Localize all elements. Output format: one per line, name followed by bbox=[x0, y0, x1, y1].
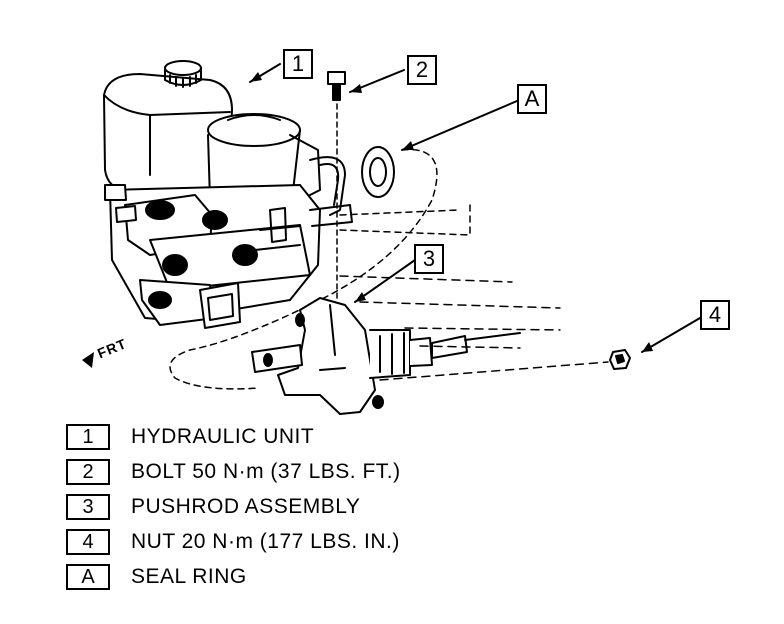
reservoir-cap bbox=[164, 60, 202, 88]
bolt bbox=[327, 71, 346, 301]
legend-text: BOLT 50 N·m (37 LBS. FT.) bbox=[131, 460, 401, 483]
callout-3: 3 bbox=[414, 244, 444, 274]
valve-body bbox=[104, 184, 321, 329]
legend-text: HYDRAULIC UNIT bbox=[131, 425, 315, 448]
callout-1: 1 bbox=[283, 49, 313, 79]
callout-a: A bbox=[517, 84, 547, 114]
seal-ring bbox=[361, 146, 395, 198]
legend-key: 1 bbox=[66, 424, 110, 450]
legend-text: SEAL RING bbox=[131, 565, 247, 588]
brake-line bbox=[309, 156, 353, 227]
nut bbox=[609, 349, 631, 370]
mounting-studs bbox=[339, 275, 609, 381]
reservoir bbox=[103, 73, 233, 193]
mounting-outline bbox=[169, 148, 471, 390]
pushrod-bracket bbox=[251, 297, 384, 415]
legend-text: PUSHROD ASSEMBLY bbox=[131, 495, 361, 518]
callout-2: 2 bbox=[407, 55, 437, 85]
legend-key: 4 bbox=[66, 529, 110, 555]
legend-key: A bbox=[66, 564, 110, 590]
legend-key: 2 bbox=[66, 459, 110, 485]
legend-key: 3 bbox=[66, 494, 110, 520]
callout-4: 4 bbox=[700, 300, 730, 330]
legend-text: NUT 20 N·m (177 LBS. IN.) bbox=[131, 530, 400, 553]
front-direction-arrow bbox=[82, 352, 94, 368]
